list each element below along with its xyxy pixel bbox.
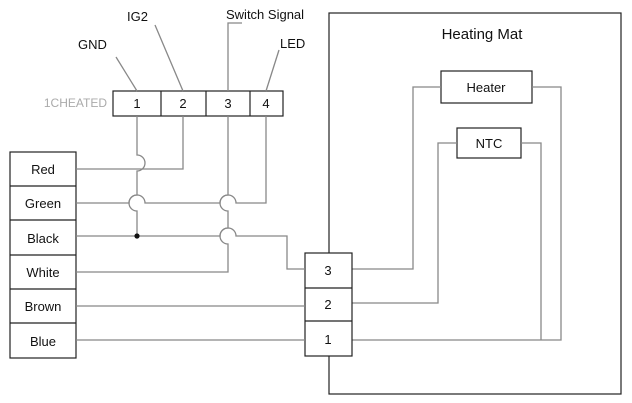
signal-leaders	[115, 22, 280, 92]
pin-3: 3	[224, 96, 231, 111]
wire-label-red: Red	[31, 162, 55, 177]
wire-label-black: Black	[27, 231, 59, 246]
pin-4: 4	[262, 96, 269, 111]
wire-label-brown: Brown	[25, 299, 62, 314]
heating-mat-title: Heating Mat	[442, 26, 524, 43]
mat-pin-3: 3	[324, 263, 331, 278]
wire-label-white: White	[26, 265, 59, 280]
wire-color-table	[9, 151, 77, 359]
signal-led: LED	[280, 36, 305, 51]
ntc-label: NTC	[476, 136, 503, 151]
signal-gnd: GND	[78, 37, 107, 52]
wire-label-green: Green	[25, 196, 61, 211]
top-connector: 1 2 3 4	[112, 90, 284, 117]
connector-name: 1CHEATED	[44, 96, 107, 110]
wire-label-blue: Blue	[30, 334, 56, 349]
mat-pin-2: 2	[324, 297, 331, 312]
pin-2: 2	[179, 96, 186, 111]
ntc-box	[456, 127, 522, 159]
mat-pin-1: 1	[324, 332, 331, 347]
harness-wires	[76, 116, 305, 341]
signal-switch: Switch Signal	[226, 7, 304, 22]
mat-connector: 3 2 1	[304, 252, 353, 357]
heater-label: Heater	[466, 80, 506, 95]
signal-ig2: IG2	[127, 9, 148, 24]
mat-internal-wires	[352, 86, 562, 341]
heating-mat-box	[328, 12, 622, 395]
pin-1: 1	[133, 96, 140, 111]
junction-dot	[134, 233, 140, 239]
